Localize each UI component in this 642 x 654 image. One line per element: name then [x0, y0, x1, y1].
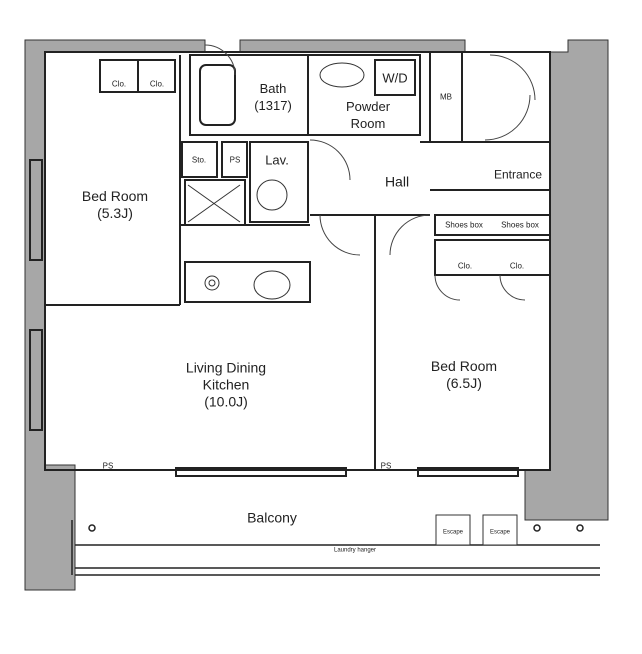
storage-label: Sto.: [191, 155, 207, 165]
entrance-label: Entrance: [493, 167, 543, 182]
lav-label: Lav.: [265, 152, 289, 168]
structural-walls: [24, 39, 625, 600]
room-name: Bath: [259, 81, 287, 96]
bed-room-1-label: Bed Room(5.3J): [82, 188, 148, 222]
room-size: (10.0J): [204, 393, 248, 410]
interior-walls: [29, 51, 551, 477]
shoes-box-label: Shoes box: [445, 220, 483, 230]
room-size: (6.5J): [446, 375, 482, 391]
room-name: Bed Room: [81, 188, 149, 204]
room-name-2: Room: [350, 116, 386, 131]
wd-label: W/D: [382, 70, 408, 86]
room-size: (1317): [254, 98, 292, 113]
ps-label: PS: [229, 155, 241, 165]
room-size: (5.3J): [97, 205, 133, 221]
closet-label: Clo.: [149, 79, 165, 89]
room-name: Bed Room: [430, 358, 498, 374]
fixtures-drawing: [187, 62, 365, 300]
laundry-hanger-label: Laundry hanger: [333, 547, 377, 554]
room-name: Powder: [345, 99, 391, 114]
escape-hatches: [435, 514, 518, 546]
ps-label: PS: [102, 461, 114, 471]
closet-label: Clo.: [457, 261, 473, 271]
hall-label: Hall: [384, 173, 410, 190]
balcony-label: Balcony: [247, 509, 297, 526]
bath-label: Bath (1317): [254, 80, 292, 114]
closet-label: Clo.: [111, 79, 127, 89]
ps-label: PS: [380, 461, 392, 471]
mb-label: MB: [440, 92, 452, 102]
door-swings: [204, 44, 536, 301]
closet-label: Clo.: [509, 261, 525, 271]
room-name-2: Kitchen: [202, 376, 250, 393]
escape-hatch-label: Escape: [489, 529, 511, 536]
shoes-box-label: Shoes box: [501, 220, 539, 230]
bed-room-2-label: Bed Room(6.5J): [431, 358, 497, 392]
escape-hatch-label: Escape: [442, 529, 464, 536]
room-name: Living Dining: [185, 359, 267, 376]
